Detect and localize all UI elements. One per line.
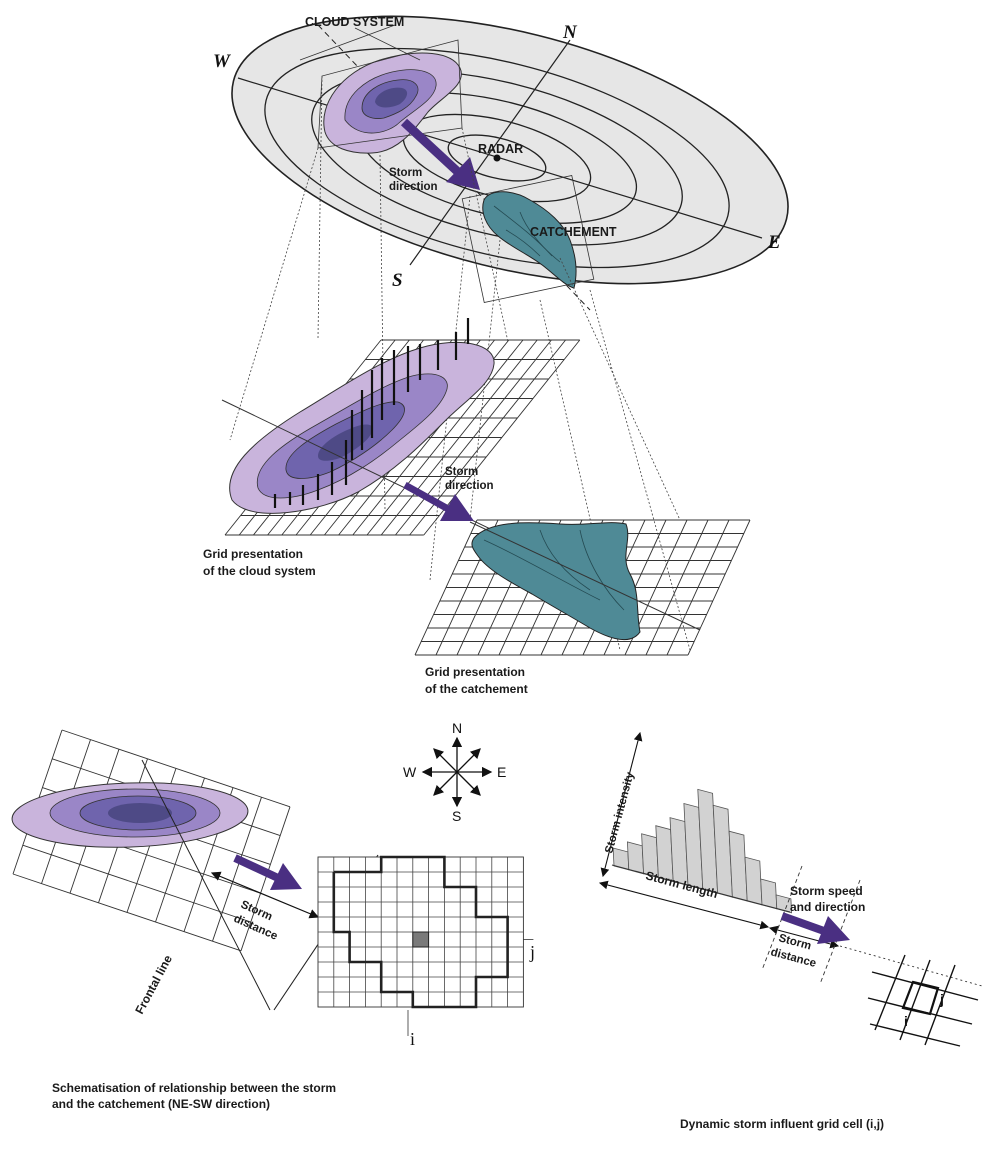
compass-e-label: E	[767, 232, 781, 253]
catchment-grid-shape	[471, 522, 641, 641]
index-j-bl: j	[529, 942, 535, 962]
storm-intensity-arrow	[600, 731, 643, 878]
frontal-line	[141, 759, 271, 1011]
dotted-path	[839, 945, 982, 987]
storm-intensity-label: Storm intensity	[603, 770, 636, 855]
caption-bottom-right: Dynamic storm influent grid cell (i,j)	[680, 1117, 884, 1131]
storm-direction-label-top-1: Storm	[389, 167, 422, 179]
rainfall-bars	[273, 318, 470, 508]
rose-w-label: W	[403, 764, 417, 780]
grid-line	[61, 729, 291, 808]
compass-s-label: S	[392, 270, 403, 291]
compass-n-label: N	[562, 22, 578, 43]
catchment-boundary	[332, 855, 509, 1009]
storm-arrow-bottom-right	[780, 912, 850, 944]
storm-speed-label-2: and direction	[790, 900, 865, 914]
index-i-br: i	[904, 1013, 908, 1029]
storm-distance-label-br-2: distance	[769, 946, 817, 970]
storm-direction-label-mid-2: direction	[445, 480, 494, 492]
cloud-grid-middle	[221, 318, 581, 549]
highlighted-cell	[412, 931, 430, 948]
grid-line	[22, 844, 251, 923]
rose-n-label: N	[452, 720, 462, 736]
cloud-system-top	[323, 52, 462, 154]
radar-label: RADAR	[478, 142, 523, 156]
bottom-left-cloud	[11, 782, 249, 848]
catchment-grid-bottom	[317, 855, 534, 1009]
storm-arrow-bottom-left	[233, 854, 302, 890]
grid-cell-ij	[867, 954, 979, 1047]
storm-speed-label-1: Storm speed	[790, 884, 863, 898]
grid-catchment-caption-1: Grid presentation	[425, 665, 525, 679]
grid-catchment-caption-2: of the catchement	[425, 682, 528, 696]
bottom-right-histogram	[598, 731, 982, 1047]
caption-bottom-left-1: Schematisation of relationship between t…	[52, 1081, 336, 1095]
radar-ring	[311, 70, 683, 246]
compass-w-label: W	[213, 51, 231, 72]
caption-bottom-left-2: and the catchement (NE-SW direction)	[52, 1097, 270, 1111]
radar-ring	[264, 47, 730, 269]
catchment-grid-cells	[317, 855, 534, 1009]
intensity-bar	[728, 830, 748, 902]
index-i-bl: i	[410, 1029, 415, 1049]
dashed-front-1	[761, 865, 803, 971]
bottom-left-storm	[11, 729, 379, 1011]
cloud-system-label: CLOUD SYSTEM	[305, 15, 404, 29]
radar-map: CLOUD SYSTEM RADAR CATCHEMENT Storm dire…	[213, 15, 789, 311]
rose-s-label: S	[452, 808, 461, 824]
storm-direction-label-top-2: direction	[389, 181, 438, 193]
catchment-axis-middle	[469, 521, 701, 631]
compass-rose	[421, 736, 493, 808]
index-j-br: j	[939, 991, 944, 1007]
rose-e-label: E	[497, 764, 506, 780]
dashed-front-2	[819, 879, 861, 985]
storm-distance-label-bl-2: distance	[232, 913, 280, 943]
radar-point	[493, 154, 501, 162]
frontal-line-label: Frontal line	[132, 952, 175, 1016]
storm-distance-arrow-br	[768, 925, 840, 949]
catchement-label: CATCHEMENT	[530, 225, 617, 239]
storm-direction-label-mid-1: Storm	[445, 466, 478, 478]
grid-cloud-caption-2: of the cloud system	[203, 564, 316, 578]
grid-cloud-caption-1: Grid presentation	[203, 547, 303, 561]
cloud-axis-middle	[221, 399, 531, 549]
axis-n-s	[409, 39, 571, 266]
intensity-bar	[744, 856, 763, 906]
storm-length-arrow	[598, 880, 770, 930]
catchment-grid-middle	[414, 519, 751, 656]
radar-ring	[447, 134, 547, 182]
storm-arrow-top	[400, 118, 480, 190]
grid-line	[12, 873, 242, 952]
storm-arrow-middle	[403, 481, 474, 521]
storm-distance-line	[210, 871, 320, 919]
intensity-bar	[626, 841, 645, 875]
